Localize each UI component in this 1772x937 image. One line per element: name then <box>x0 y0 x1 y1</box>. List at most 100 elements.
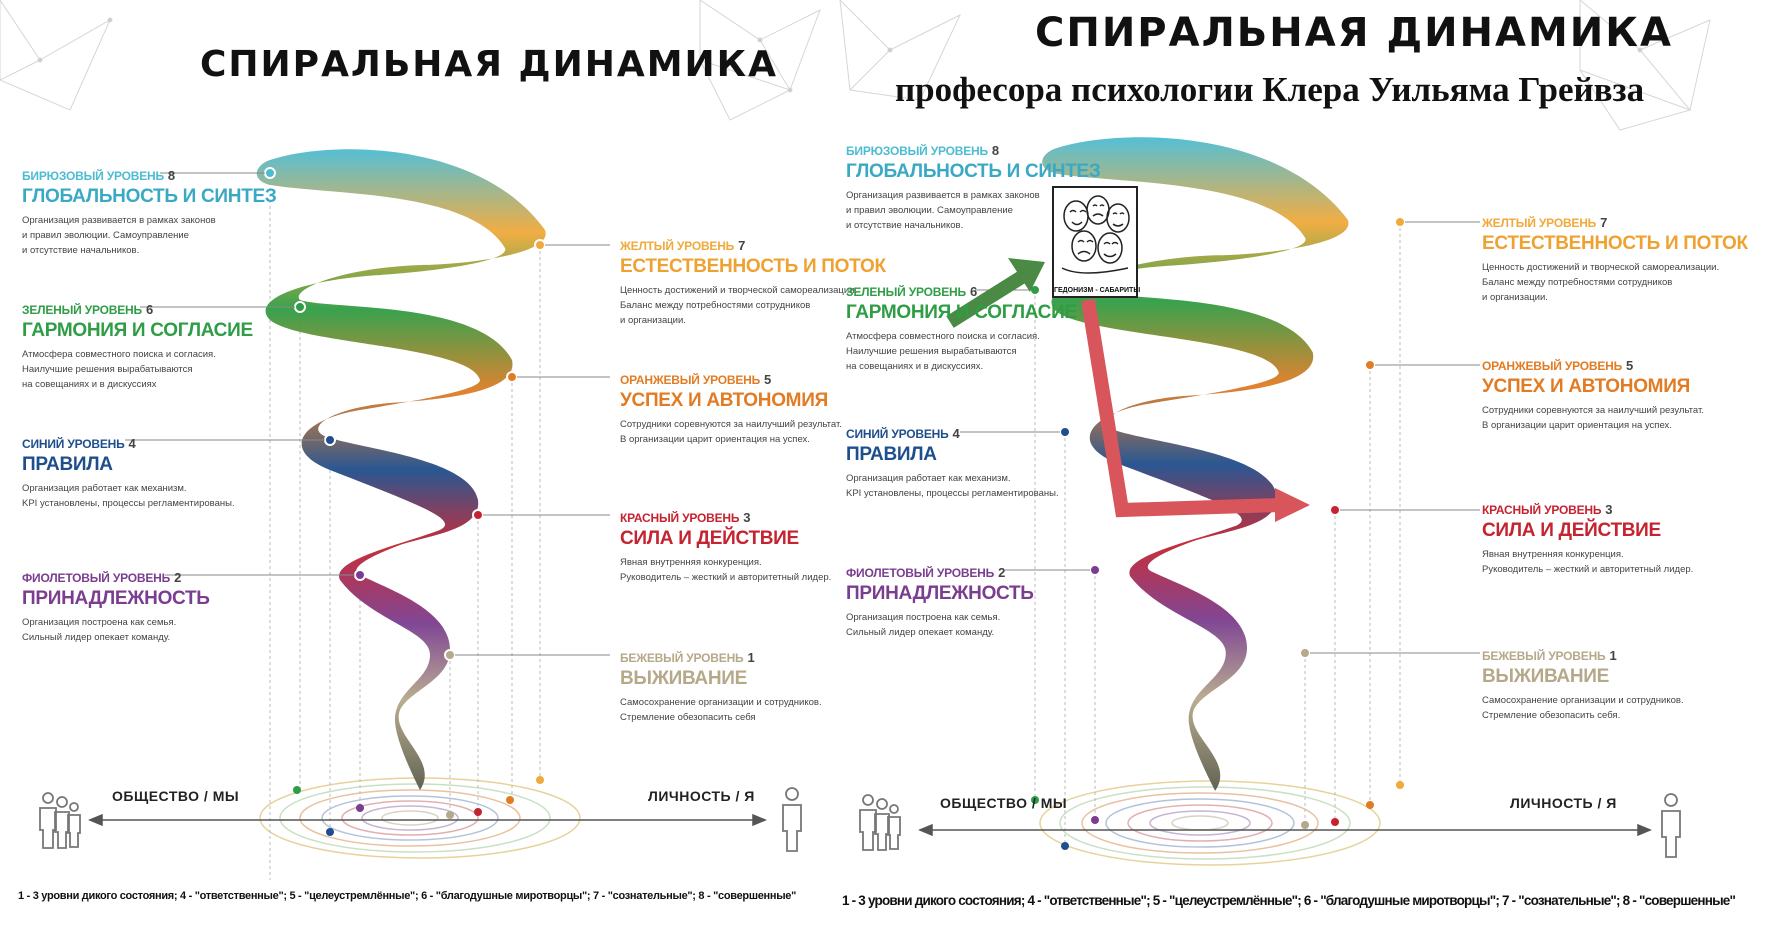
level-name: ЖЕЛТЫЙ УРОВЕНЬ <box>1482 216 1597 230</box>
level-number: 5 <box>764 372 772 387</box>
page-subtitle: професора психологии Клера Уильяма Грейв… <box>895 70 1645 109</box>
theater-masks-icon <box>1061 195 1130 274</box>
level-name: ФИОЛЕТОВЫЙ УРОВЕНЬ <box>846 566 995 580</box>
axis-label-society: ОБЩЕСТВО / МЫ <box>112 788 240 804</box>
base-ellipses <box>259 777 581 859</box>
level-heading: ЕСТЕСТВЕННОСТЬ И ПОТОК <box>620 256 886 277</box>
level-markers <box>1029 216 1406 850</box>
level-name: КРАСНЫЙ УРОВЕНЬ <box>620 511 740 525</box>
leader-lines <box>960 221 1480 654</box>
level-heading: ПРАВИЛА <box>22 454 113 475</box>
level-heading: УСПЕХ И АВТОНОМИЯ <box>1482 376 1690 397</box>
level-name: БЕЖЕВЫЙ УРОВЕНЬ <box>620 651 744 665</box>
level-heading: ПРАВИЛА <box>846 444 937 465</box>
level-heading: ВЫЖИВАНИЕ <box>620 668 747 689</box>
level-name: СИНИЙ УРОВЕНЬ <box>846 427 949 441</box>
level-number: 1 <box>1609 648 1617 663</box>
level-heading: ПРИНАДЛЕЖНОСТЬ <box>846 583 1034 604</box>
hedonism-arrow <box>946 258 1045 328</box>
level-name: ФИОЛЕТОВЫЙ УРОВЕНЬ <box>22 571 171 585</box>
level-name: БИРЮЗОВЫЙ УРОВЕНЬ <box>22 169 164 183</box>
left-panel: СПИРАЛЬНАЯ ДИНАМИКА <box>0 0 886 937</box>
level-heading: ВЫЖИВАНИЕ <box>1482 666 1609 687</box>
right-panel: СПИРАЛЬНАЯ ДИНАМИКА професора психологии… <box>839 0 1748 937</box>
level-description: Ценность достижений и творческой самореа… <box>620 285 858 326</box>
level-heading: УСПЕХ И АВТОНОМИЯ <box>620 390 828 411</box>
level-name: ОРАНЖЕВЫЙ УРОВЕНЬ <box>1482 359 1623 373</box>
level-description: Организация построена как семья. Сильный… <box>846 612 1001 638</box>
hedonism-label: ГЕДОНИЗМ - САБАРИТЫ <box>1054 287 1141 294</box>
level-number: 7 <box>738 238 746 253</box>
level-number: 1 <box>747 650 755 665</box>
axis-label-personality: ЛИЧНОСТЬ / Я <box>1510 795 1617 811</box>
level-heading: ГЛОБАЛЬНОСТЬ И СИНТЕЗ <box>22 186 277 207</box>
level-heading: ГАРМОНИЯ И СОГЛАСИЕ <box>846 302 1077 323</box>
level-number: 8 <box>991 143 999 158</box>
people-group-icon <box>859 794 901 851</box>
level-description: Самосохранение организации и сотрудников… <box>620 697 822 723</box>
axis-label-society: ОБЩЕСТВО / МЫ <box>940 795 1068 811</box>
page-title: СПИРАЛЬНАЯ ДИНАМИКА <box>1035 10 1673 56</box>
level-description: Организация развивается в рамках законов… <box>22 215 216 256</box>
level-number: 3 <box>743 510 751 525</box>
footer-legend: 1 - 3 уровни дикого состояния; 4 - "отве… <box>18 890 797 902</box>
level-description: Организация построена как семья. Сильный… <box>22 617 177 643</box>
level-heading: СИЛА И ДЕЙСТВИЕ <box>620 528 799 549</box>
axis-label-personality: ЛИЧНОСТЬ / Я <box>648 788 755 804</box>
axis-arrow <box>88 813 767 827</box>
level-number: 5 <box>1626 358 1634 373</box>
level-heading: ГЛОБАЛЬНОСТЬ И СИНТЕЗ <box>846 161 1101 182</box>
hedonism-box: ГЕДОНИЗМ - САБАРИТЫ <box>1052 186 1141 298</box>
level-number: 6 <box>969 284 977 299</box>
footer-legend: 1 - 3 уровни дикого состояния; 4 - "отве… <box>842 893 1736 908</box>
level-number: 8 <box>167 168 175 183</box>
person-icon <box>1661 793 1681 858</box>
level-number: 4 <box>952 426 960 441</box>
axis-arrow <box>918 823 1652 837</box>
level-number: 6 <box>145 302 153 317</box>
leader-lines <box>125 172 610 656</box>
level-number: 4 <box>128 436 136 451</box>
red-arrow <box>1081 298 1310 522</box>
level-heading: СИЛА И ДЕЙСТВИЕ <box>1482 520 1661 541</box>
level-description: Самосохранение организации и сотрудников… <box>1482 695 1684 721</box>
level-number: 7 <box>1600 215 1608 230</box>
level-description: Явная внутренняя конкуренция. Руководите… <box>620 557 832 583</box>
drop-lines <box>269 170 541 880</box>
spiral-ribbon <box>1042 137 1349 791</box>
level-heading: ЕСТЕСТВЕННОСТЬ И ПОТОК <box>1482 233 1748 254</box>
level-number: 3 <box>1605 502 1613 517</box>
level-description: Организация развивается в рамках законов… <box>846 190 1040 231</box>
level-name: ЗЕЛЕНЫЙ УРОВЕНЬ <box>22 303 142 317</box>
level-description: Ценность достижений и творческой самореа… <box>1482 262 1720 303</box>
level-description: Сотрудники соревнуются за наилучший резу… <box>1482 405 1704 431</box>
level-name: ЖЕЛТЫЙ УРОВЕНЬ <box>620 239 735 253</box>
level-heading: ПРИНАДЛЕЖНОСТЬ <box>22 588 210 609</box>
level-name: ЗЕЛЕНЫЙ УРОВЕНЬ <box>846 285 966 299</box>
network-pattern <box>0 0 821 121</box>
base-ellipses <box>1039 780 1381 866</box>
level-number: 2 <box>998 565 1006 580</box>
level-description: Атмосфера совместного поиска и согласия.… <box>22 349 216 390</box>
network-pattern <box>839 0 1711 131</box>
spiral-ribbon <box>256 149 546 791</box>
person-icon <box>782 787 802 852</box>
level-number: 2 <box>174 570 182 585</box>
spiral-diagram <box>859 137 1681 866</box>
level-description: Организация работает как механизм. KPI у… <box>846 473 1059 499</box>
